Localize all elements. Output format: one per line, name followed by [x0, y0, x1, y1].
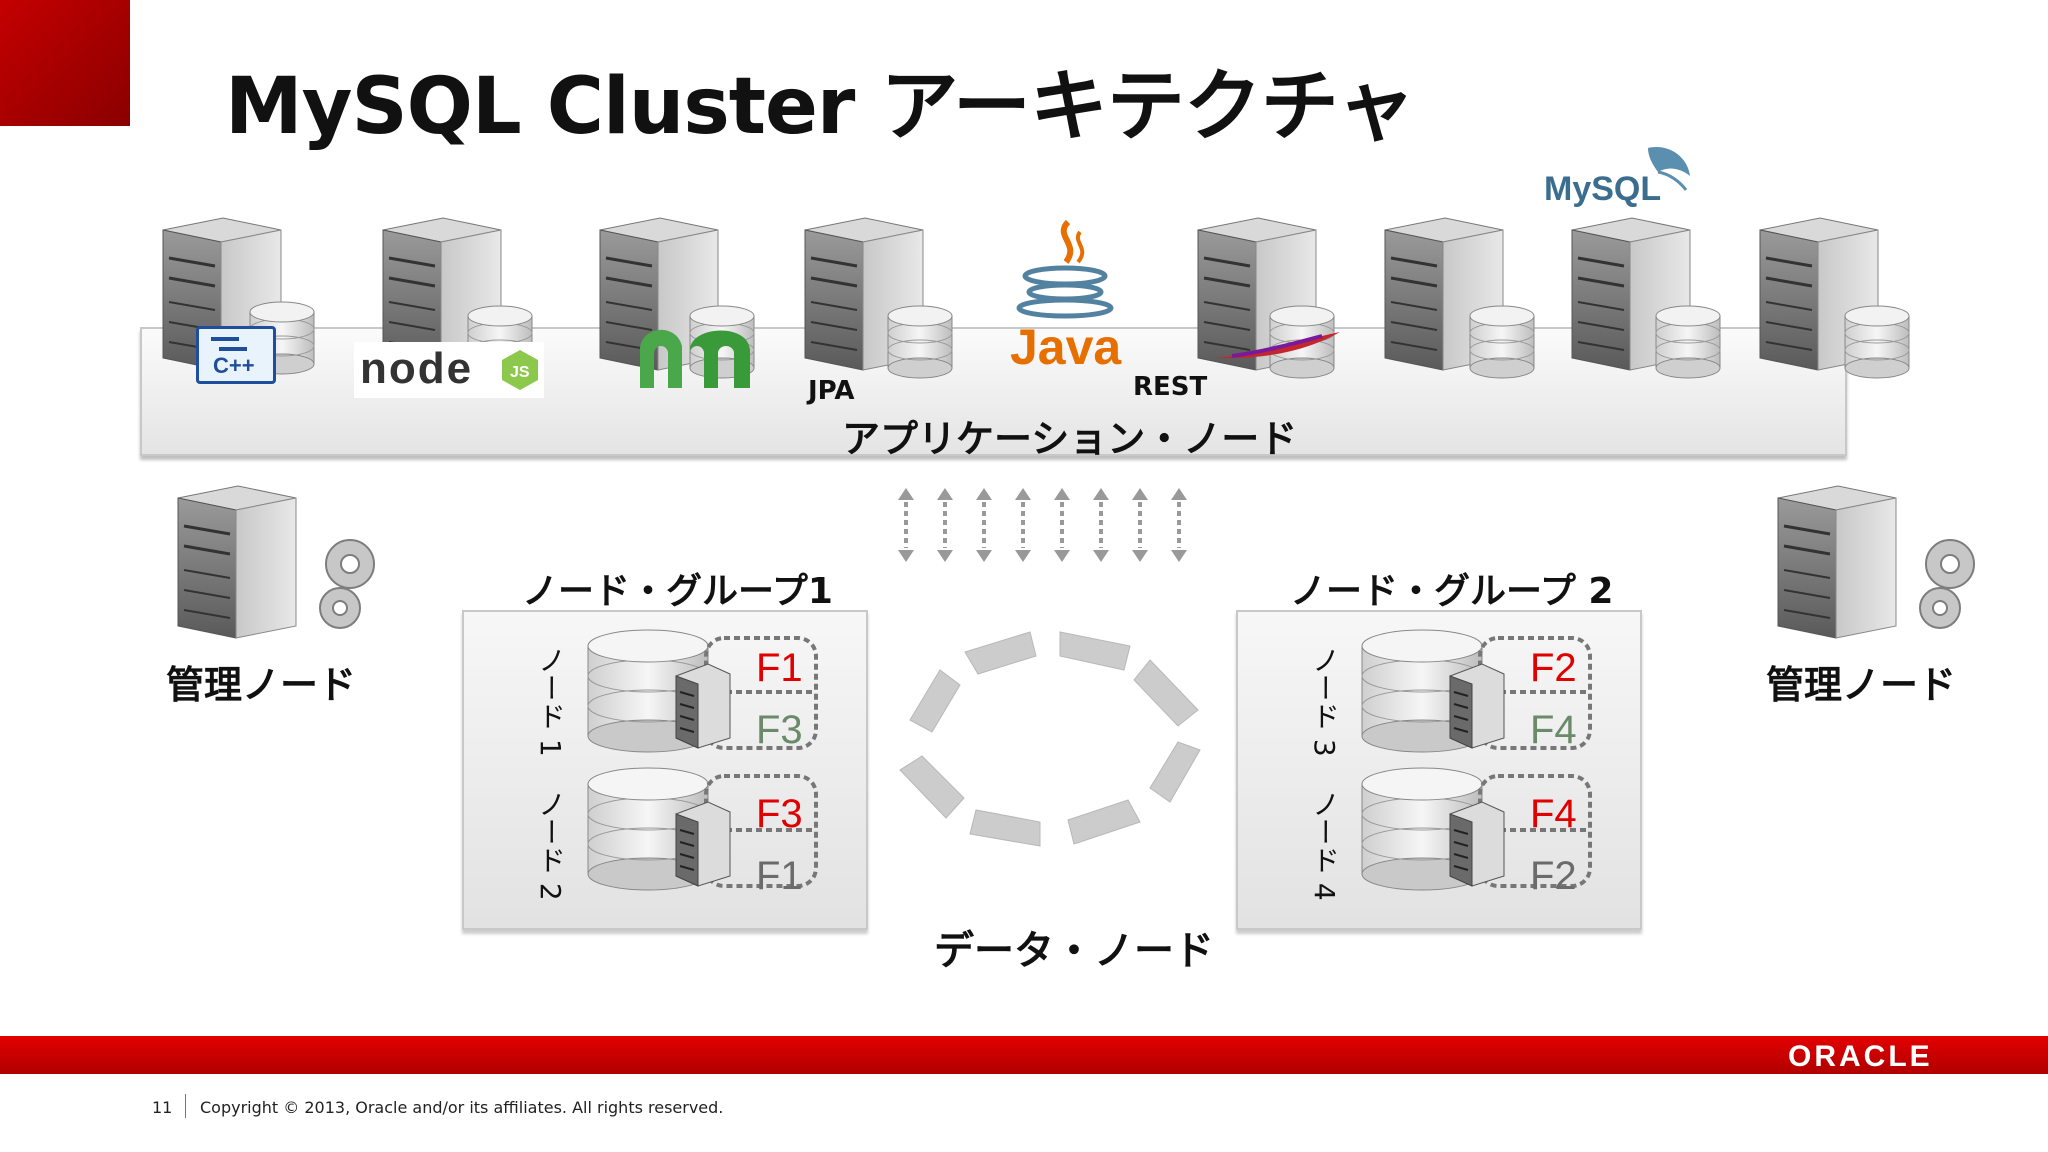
svg-text:JS: JS [510, 364, 530, 381]
management-node-right [1776, 484, 1975, 640]
footer-divider [185, 1094, 186, 1118]
svg-text:C++: C++ [213, 353, 255, 378]
node-2-label: ノード 2 [534, 790, 567, 901]
java-logo-text: Java [1010, 319, 1122, 375]
mysql-logo: MySQL [1540, 138, 1700, 218]
gear-icon [319, 539, 375, 629]
node-1-label: ノード 1 [534, 646, 567, 757]
dolphin-icon [1648, 147, 1690, 191]
application-node-label: アプリケーション・ノード [842, 417, 1298, 461]
mysql-logo-text: MySQL [1544, 170, 1662, 208]
fragment-secondary: F4 [1530, 708, 1577, 752]
node-group-1-label: ノード・グループ1 [522, 571, 833, 612]
fragment-secondary: F1 [756, 854, 803, 898]
node-4-label: ノード 4 [1308, 790, 1341, 901]
footer-bar [0, 1036, 2048, 1074]
cpp-icon: C++ [196, 326, 276, 384]
data-node-label: データ・ノード [934, 928, 1214, 974]
fragment-primary: F3 [756, 792, 803, 836]
copyright-text: Copyright © 2013, Oracle and/or its affi… [200, 1098, 724, 1117]
fragment-secondary: F2 [1530, 854, 1577, 898]
nodejs-logo: node JS [354, 342, 544, 398]
fragment-primary: F1 [756, 646, 803, 690]
node-3-label: ノード 3 [1308, 646, 1341, 757]
fragment-primary: F2 [1530, 646, 1577, 690]
management-node-right-label: 管理ノード [1766, 663, 1957, 707]
management-node-left [176, 484, 375, 640]
slide-title: MySQL Cluster アーキテクチャ [225, 62, 1415, 152]
oracle-logo: ORACLE [1788, 1040, 1933, 1073]
page-number: 11 [152, 1098, 173, 1117]
fragment-primary: F4 [1530, 792, 1577, 836]
java-cup-icon [1016, 219, 1114, 319]
nodejs-logo-text: node [360, 344, 474, 393]
corner-accent [0, 0, 130, 126]
management-node-left-label: 管理ノード [166, 663, 357, 707]
apache-feather-icon [1214, 332, 1340, 359]
memcached-icon [640, 329, 750, 388]
label-jpa: JPA [808, 376, 855, 406]
js-hexagon-icon: JS [502, 350, 538, 390]
fragment-secondary: F3 [756, 708, 803, 752]
gear-icon [1919, 539, 1975, 629]
replication-ring-icon [899, 631, 1201, 847]
node-group-2-label: ノード・グループ 2 [1290, 571, 1614, 612]
label-rest: REST [1133, 372, 1208, 402]
